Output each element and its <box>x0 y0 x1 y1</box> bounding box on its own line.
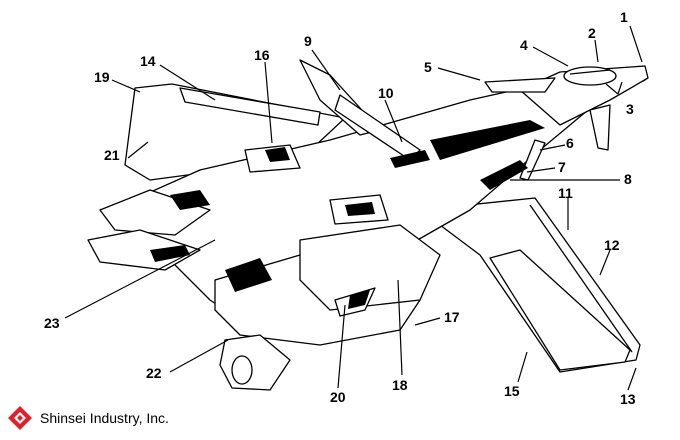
callout-3: 3 <box>626 101 634 117</box>
tailplane-lower <box>87 229 201 271</box>
cockpit-canopy <box>563 66 617 86</box>
callout-18: 18 <box>392 377 408 393</box>
forward-leg-nacelle <box>299 224 441 311</box>
right-wing-tip-pod <box>489 249 631 371</box>
callout-2: 2 <box>588 25 596 41</box>
callout-7: 7 <box>558 159 566 175</box>
credit-text: Shinsei Industry, Inc. <box>40 410 169 426</box>
callout-11: 11 <box>558 185 573 201</box>
callout-19: 19 <box>94 69 110 85</box>
callout-22: 22 <box>146 365 162 381</box>
callout-20: 20 <box>330 389 346 405</box>
right-canard <box>589 104 611 151</box>
credit-line: Shinsei Industry, Inc. <box>10 405 169 431</box>
callout-17: 17 <box>444 309 460 325</box>
callout-21: 21 <box>104 147 120 163</box>
callout-13: 13 <box>620 391 636 407</box>
left-canard <box>484 77 556 93</box>
callout-9: 9 <box>304 33 312 49</box>
callout-23: 23 <box>44 315 60 331</box>
callout-16: 16 <box>254 47 270 63</box>
callout-14: 14 <box>140 53 156 69</box>
callout-12: 12 <box>604 237 620 253</box>
callout-5: 5 <box>424 59 432 75</box>
left-wing-pod <box>179 87 321 126</box>
rear-thruster <box>219 334 291 391</box>
callout-10: 10 <box>378 85 394 101</box>
callout-8: 8 <box>624 171 632 187</box>
callout-15: 15 <box>504 383 520 399</box>
shinsei-logo-icon <box>8 406 32 430</box>
callout-1: 1 <box>620 9 628 25</box>
callout-6: 6 <box>566 135 574 151</box>
callout-4: 4 <box>520 37 528 53</box>
